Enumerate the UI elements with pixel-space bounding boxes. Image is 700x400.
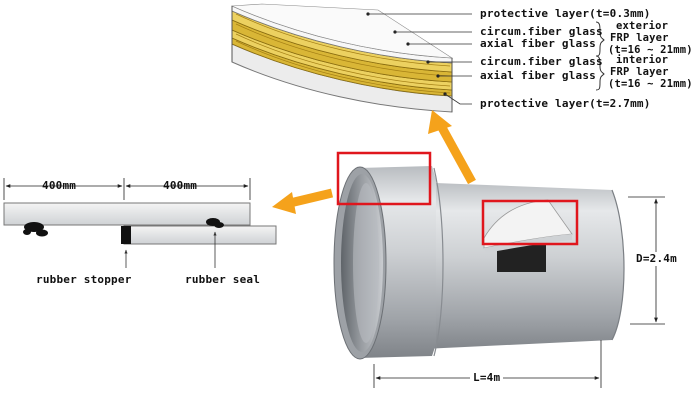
arrow-to-section <box>428 110 476 185</box>
joint-cross-section <box>3 178 277 268</box>
highlight-layer-box <box>481 199 579 246</box>
highlight-joint-box <box>336 151 432 206</box>
orange-arrows <box>272 110 476 214</box>
highlight-boxes <box>336 151 579 246</box>
label-exterior-circum-fiber: circum.fiber glass <box>480 25 603 38</box>
label-length: L=4m <box>470 372 504 384</box>
label-interior-thickness: (t=16 ~ 21mm) <box>608 78 693 90</box>
label-outer-protective-layer: protective layer(t=0.3mm) <box>480 7 651 20</box>
label-exterior-axial-fiber: axial fiber glass <box>480 37 596 50</box>
label-exterior-word: exterior <box>616 20 669 32</box>
label-exterior-thickness: (t=16 ~ 21mm) <box>608 44 693 56</box>
label-inner-protective-layer: protective layer(t=2.7mm) <box>480 97 651 110</box>
label-exterior-group: exterior FRP layer (t=16 ~ 21mm) <box>608 20 693 56</box>
label-interior-word: interior <box>616 54 669 66</box>
label-diameter: D=2.4m <box>636 252 677 266</box>
label-dim-left: 400mm <box>42 179 77 192</box>
wall-layer-section <box>231 3 605 113</box>
label-rubber-stopper: rubber stopper <box>36 273 132 286</box>
label-exterior-frp: FRP layer <box>610 32 669 44</box>
label-interior-group: interior FRP layer (t=16 ~ 21mm) <box>608 54 693 90</box>
label-rubber-seal: rubber seal <box>185 273 261 286</box>
arrow-to-joint <box>272 188 334 214</box>
label-interior-frp: FRP layer <box>610 66 669 78</box>
label-interior-axial-fiber: axial fiber glass <box>480 69 596 82</box>
label-interior-circum-fiber: circum.fiber glass <box>480 55 603 68</box>
frp-pipe <box>333 166 625 360</box>
label-dim-right: 400mm <box>163 179 198 192</box>
